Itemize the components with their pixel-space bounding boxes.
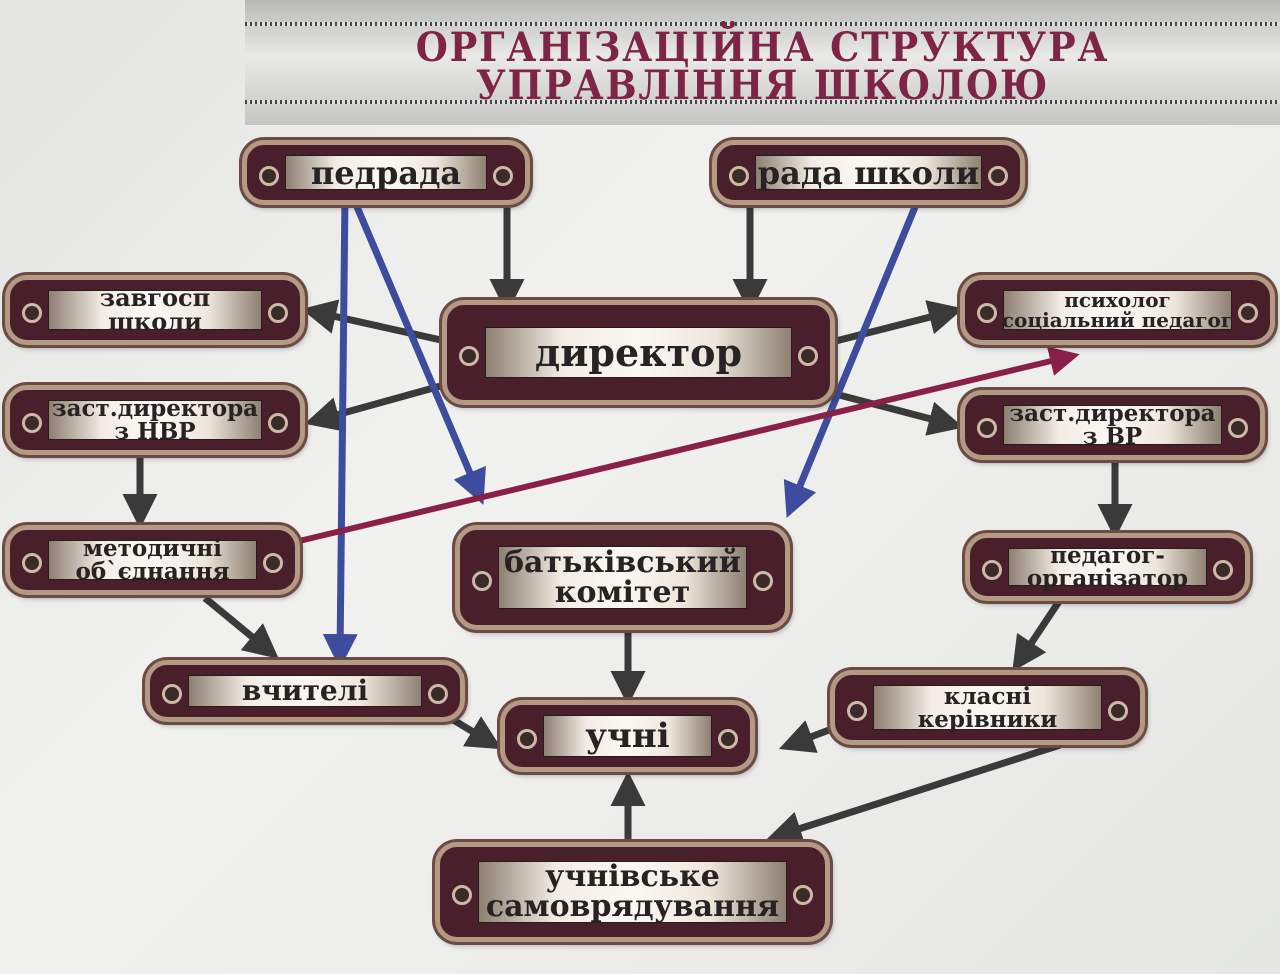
node-rada-shkoly: рада школи — [712, 140, 1025, 205]
arrow-pedorg-klasni — [1012, 598, 1063, 672]
title-line-2: УПРАВЛІННЯ ШКОЛОЮ — [475, 62, 1050, 109]
node-vchyteli: вчителі — [145, 660, 465, 722]
arrow-director-zavhosp — [301, 299, 475, 364]
arrow-metodychni-vchyteli — [202, 595, 279, 659]
arrow-rada-batkivskyi — [783, 193, 924, 518]
node-pedrada: педрада — [242, 140, 530, 205]
arrow-klasni-samovr — [766, 741, 1062, 846]
title-line-1: ОРГАНІЗАЦІЙНА СТРУКТУРА — [415, 24, 1110, 71]
title-banner — [245, 0, 1280, 125]
arrow-pedrada-batkivskyi — [348, 193, 486, 505]
arrow-director-zast-vr — [819, 386, 964, 436]
node-director: директор — [442, 300, 835, 405]
arrow-pedrada-vchyteli — [322, 194, 358, 669]
node-uchni: учні — [500, 700, 755, 772]
arrow-director-psycholog — [819, 300, 964, 349]
arrow-metodychni-psycholog — [294, 346, 1080, 545]
node-pedagog-organizator: педагог-організатор — [965, 533, 1250, 601]
